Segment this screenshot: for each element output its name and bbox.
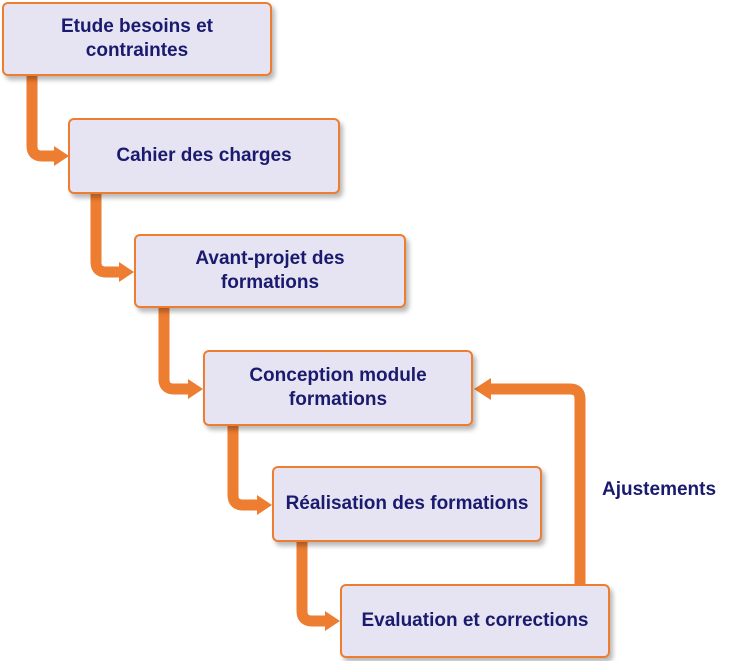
step-conception-module: Conception module formations bbox=[203, 350, 473, 426]
arrow-step4-to-step5 bbox=[227, 426, 259, 511]
arrow-step5-to-step6 bbox=[296, 542, 327, 627]
step-avant-projet: Avant-projet des formations bbox=[134, 234, 406, 308]
arrowhead-step4 bbox=[188, 379, 203, 399]
step-evaluation: Evaluation et corrections bbox=[340, 584, 610, 658]
arrowhead-step6 bbox=[325, 611, 340, 631]
arrowhead-step3 bbox=[119, 262, 134, 282]
step-realisation: Réalisation des formations bbox=[272, 466, 542, 542]
arrow-step2-to-step3 bbox=[90, 194, 121, 278]
arrow-step3-to-step4 bbox=[158, 308, 190, 395]
step-etude-besoins: Etude besoins et contraintes bbox=[2, 2, 272, 76]
arrowhead-feedback bbox=[474, 378, 491, 400]
step-cahier-des-charges: Cahier des charges bbox=[68, 118, 340, 194]
feedback-label: Ajustements bbox=[602, 479, 717, 500]
arrow-feedback-loop bbox=[490, 383, 586, 584]
arrowhead-step5 bbox=[257, 495, 272, 515]
arrow-step1-to-step2 bbox=[26, 76, 56, 162]
arrowhead-step2 bbox=[54, 146, 69, 166]
